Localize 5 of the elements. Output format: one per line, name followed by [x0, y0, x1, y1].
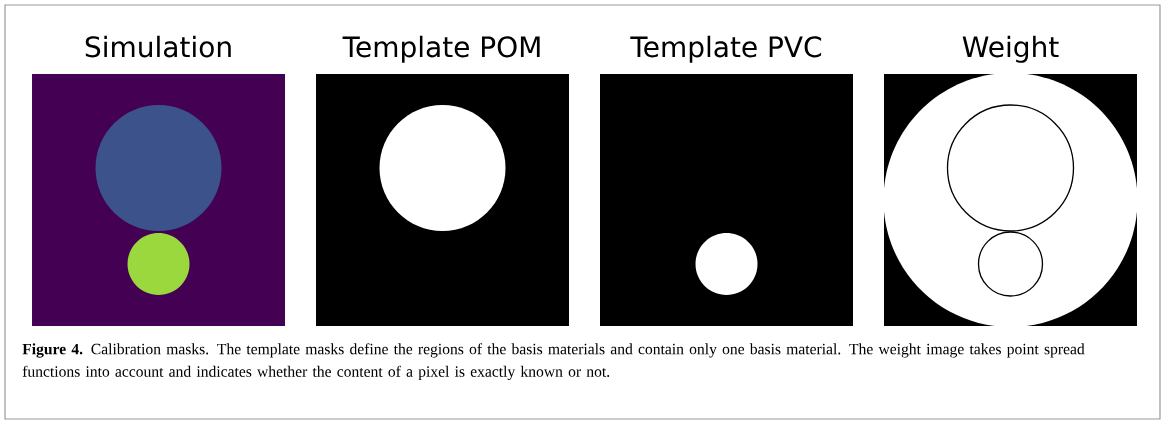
panel-title: Weight	[962, 35, 1059, 63]
panel-title: Template PVC	[630, 35, 822, 63]
panel-title: Template POM	[342, 35, 540, 63]
panel-title: Simulation	[85, 35, 231, 58]
figure-caption: Figure 4. Calibration masks. The template masks define the regions of the basis materials and contain only one basis material. The weight image takes point spread functions into account and indicates whether the content of a pixel is exactly known or not.	[22, 343, 1085, 381]
